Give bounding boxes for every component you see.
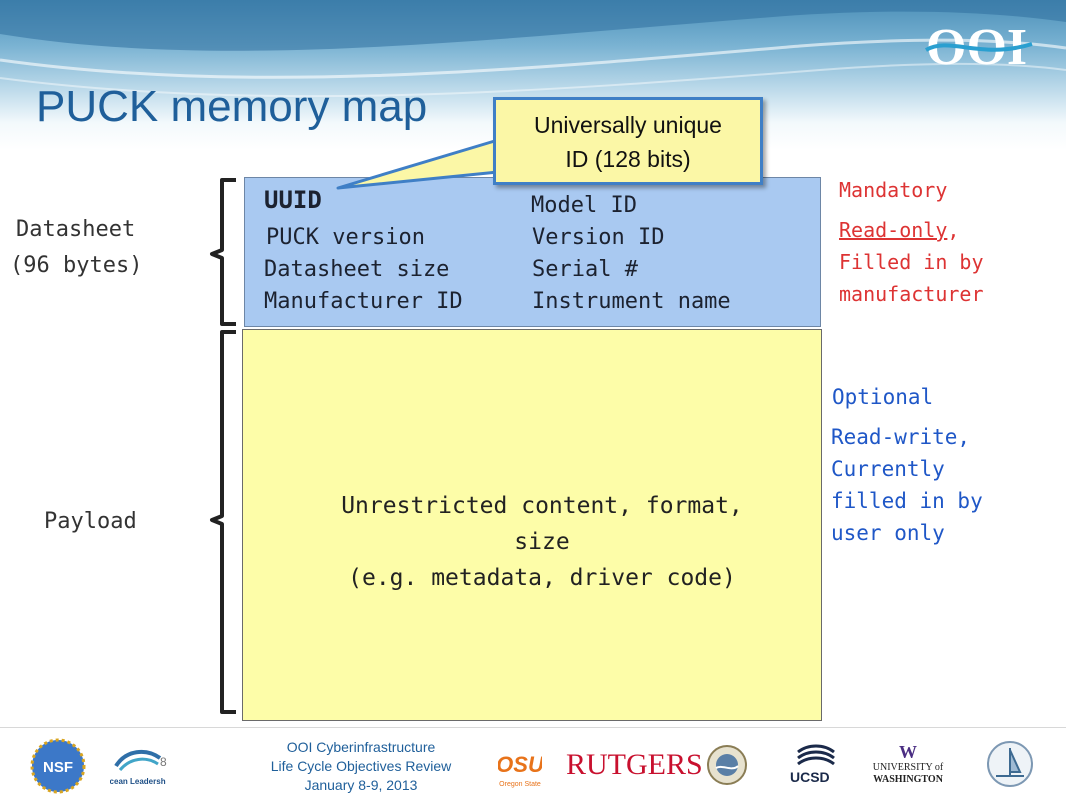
page-number: 8 xyxy=(160,755,167,769)
footer-caption: OOI Cyberinfrastructure Life Cycle Objec… xyxy=(246,738,476,795)
callout-line-1: Universally unique xyxy=(534,112,722,138)
payload-region xyxy=(242,329,822,721)
institution-seal-logo xyxy=(987,741,1033,787)
mandatory-note-line-1: Read-only, xyxy=(839,218,959,242)
svg-text:NSF: NSF xyxy=(43,759,73,776)
datasheet-brace xyxy=(210,178,236,326)
payload-description: Unrestricted content, format, size (e.g.… xyxy=(242,488,842,596)
uw-line-1: UNIVERSITY of xyxy=(872,762,944,773)
footer-divider xyxy=(0,727,1066,728)
footer-line-1: OOI Cyberinfrastructure xyxy=(286,739,436,755)
field-serial-number: Serial # xyxy=(532,257,638,282)
payload-line-1: Unrestricted content, format, xyxy=(341,493,743,519)
payload-brace xyxy=(210,330,236,714)
ucsd-logo: UCSD xyxy=(790,769,830,785)
university-seal-logo xyxy=(707,745,747,785)
svg-text:Ocean Leadership: Ocean Leadership xyxy=(110,777,166,786)
svg-text:Oregon State: Oregon State xyxy=(499,781,541,788)
optional-note-line-2: Currently xyxy=(831,457,945,481)
nsf-logo: NSF xyxy=(30,738,86,794)
ucsd-wave-icon xyxy=(797,744,835,766)
field-model-id: Model ID xyxy=(531,193,637,218)
field-manufacturer-id: Manufacturer ID xyxy=(264,289,463,314)
optional-note-line-4: user only xyxy=(831,521,945,545)
mandatory-note-line-2: Filled in by xyxy=(839,250,984,274)
uw-mark-icon: W xyxy=(899,742,917,762)
uw-logo: UNIVERSITY of WASHINGTON xyxy=(872,762,944,786)
field-instrument-name: Instrument name xyxy=(532,289,731,314)
uuid-callout: Universally unique ID (128 bits) xyxy=(493,97,763,185)
uw-line-2: WASHINGTON xyxy=(873,774,943,785)
mandatory-note-heading: Mandatory xyxy=(839,178,948,202)
datasheet-side-label-line-1: Datasheet xyxy=(16,217,136,242)
payload-line-3: (e.g. metadata, driver code) xyxy=(348,565,736,591)
read-only-comma: , xyxy=(947,218,960,242)
field-datasheet-size: Datasheet size xyxy=(264,257,450,282)
optional-note-heading: Optional xyxy=(832,385,934,409)
rutgers-logo: RUTGERS xyxy=(566,748,703,781)
payload-line-2: size xyxy=(514,529,570,555)
optional-note-line-3: filled in by xyxy=(831,489,983,513)
osu-logo: OSU Oregon State xyxy=(498,752,542,788)
callout-line-2: ID (128 bits) xyxy=(565,146,691,172)
svg-text:W: W xyxy=(899,742,917,762)
header-wave-decoration xyxy=(0,0,1066,98)
datasheet-region xyxy=(244,177,821,327)
datasheet-side-label-line-2: (96 bytes) xyxy=(10,253,143,278)
ooi-logo: OOI xyxy=(920,14,1040,76)
footer-line-3: January 8-9, 2013 xyxy=(304,777,418,793)
page-title: PUCK memory map xyxy=(36,82,428,131)
read-only-label: Read-only xyxy=(839,218,948,242)
field-puck-version: PUCK version xyxy=(266,225,425,250)
footer-line-2: Life Cycle Objectives Review xyxy=(270,758,452,774)
optional-note-line-1: Read-write, xyxy=(831,425,971,449)
svg-text:OSU: OSU xyxy=(498,752,542,777)
ocean-leadership-logo: Ocean Leadership xyxy=(110,749,166,786)
uuid-label: UUID xyxy=(264,186,322,214)
mandatory-note-line-3: manufacturer xyxy=(839,282,984,306)
field-version-id: Version ID xyxy=(532,225,665,250)
payload-side-label: Payload xyxy=(44,509,137,534)
